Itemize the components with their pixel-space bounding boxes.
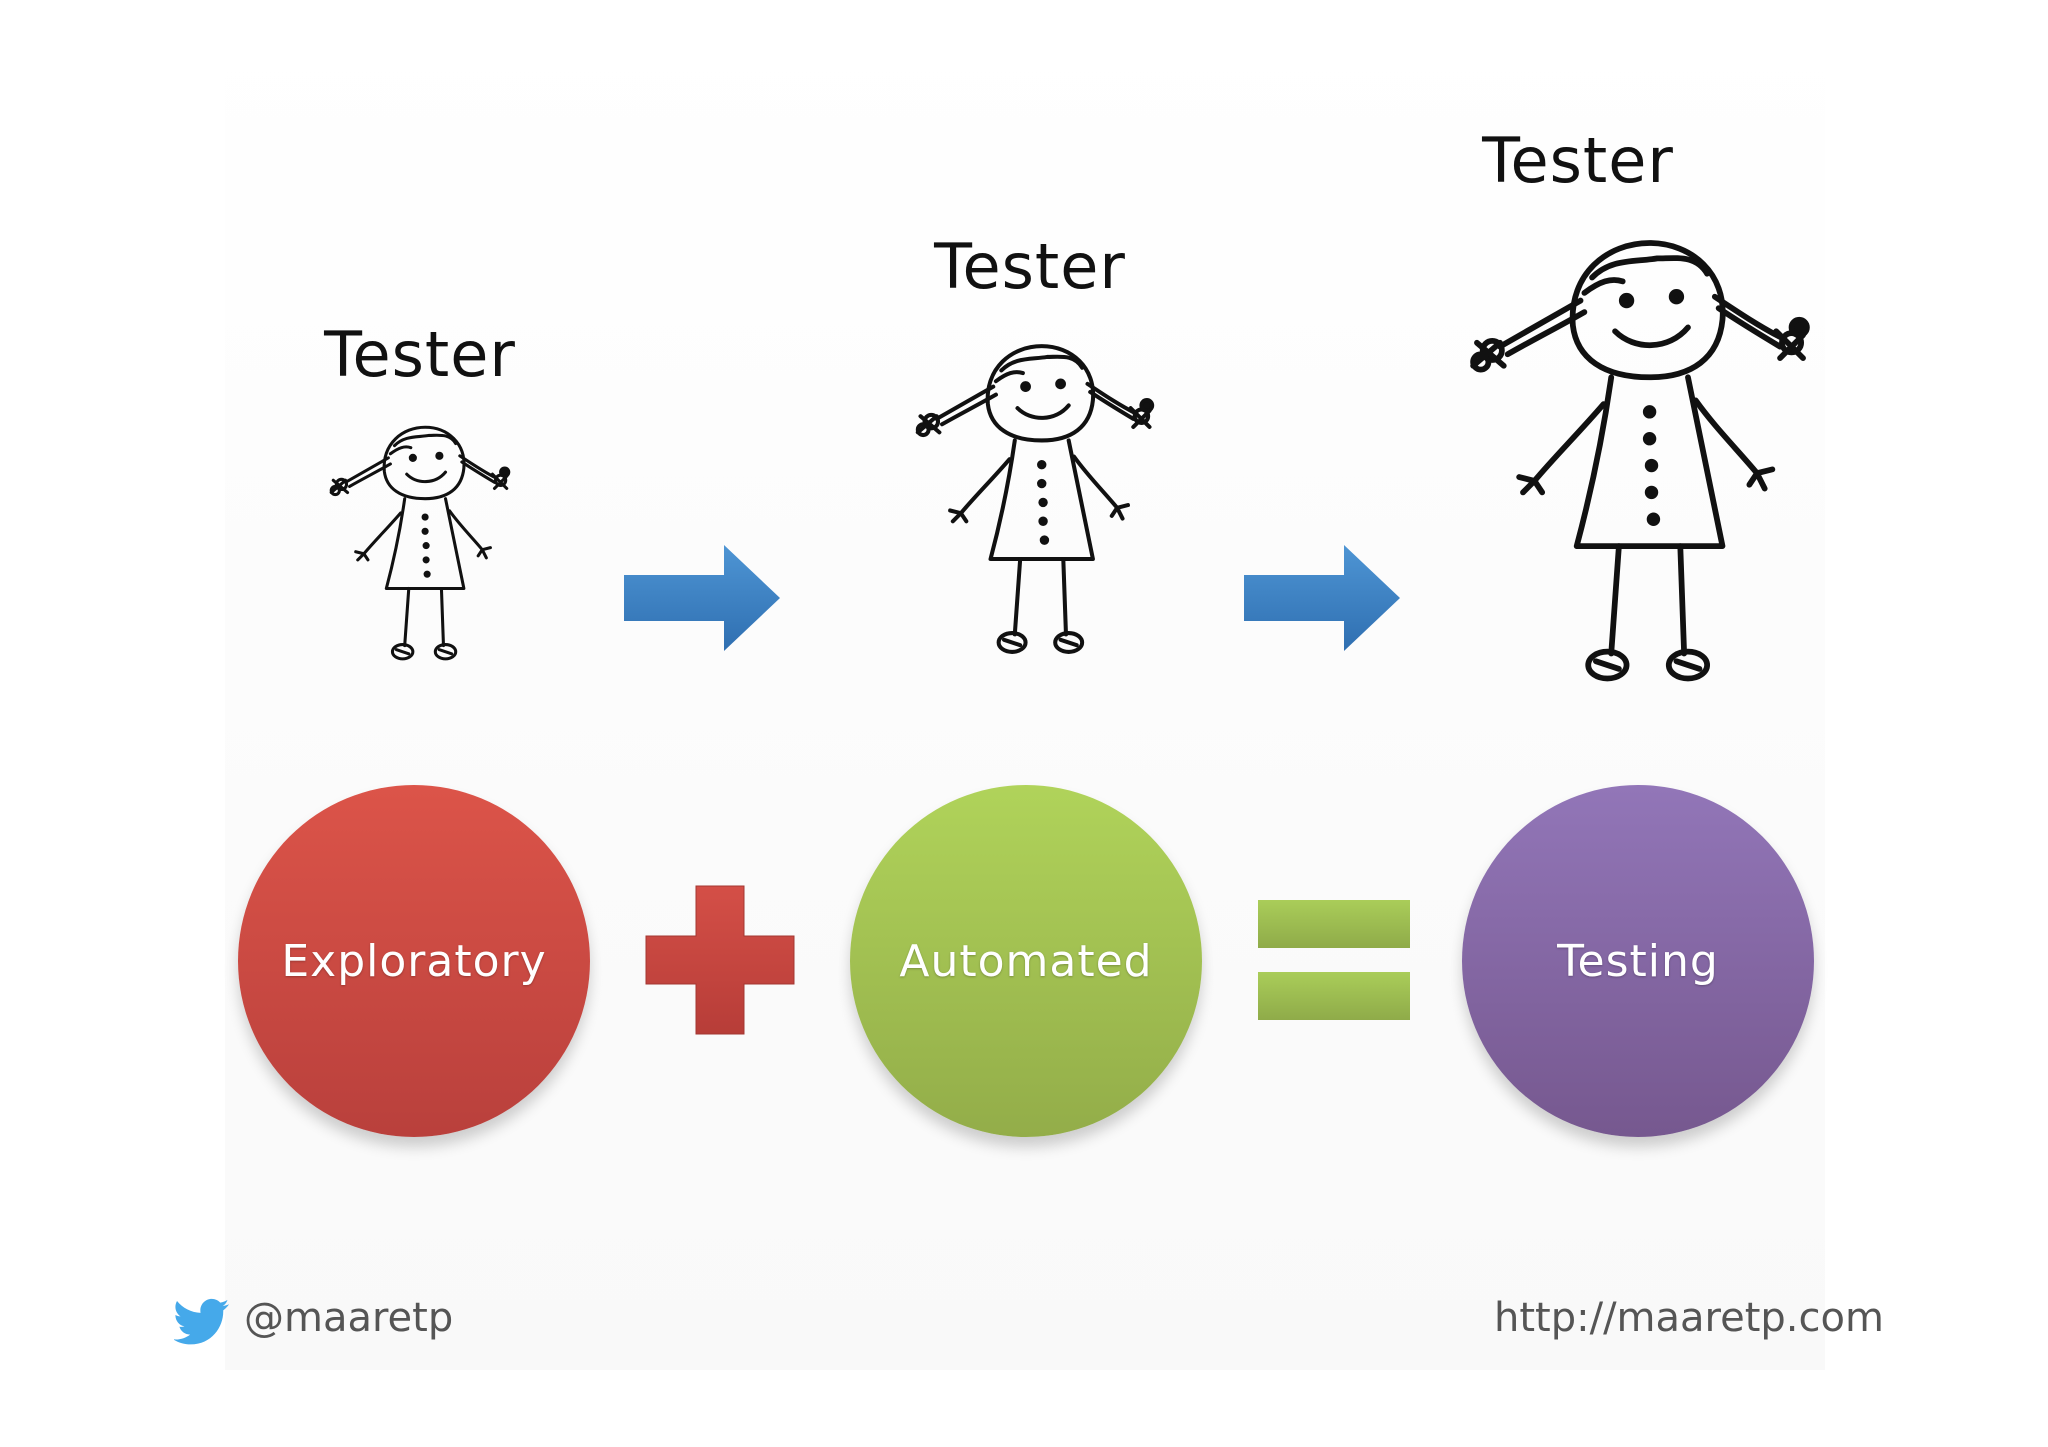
tester-figure-medium <box>870 330 1200 660</box>
testing-circle: Testing <box>1462 785 1814 1137</box>
exploratory-label: Exploratory <box>281 936 546 987</box>
tester-label-large: Tester <box>1448 124 1708 197</box>
testing-label: Testing <box>1557 936 1719 987</box>
twitter-handle[interactable]: @maaretp <box>244 1295 453 1341</box>
equals-icon <box>1256 898 1412 1024</box>
tester-label-medium: Tester <box>900 230 1160 303</box>
twitter-bird-icon <box>174 1298 230 1346</box>
footer-url-link[interactable]: http://maaretp.com <box>1494 1295 1884 1341</box>
automated-circle: Automated <box>850 785 1202 1137</box>
automated-label: Automated <box>899 936 1152 987</box>
plus-icon <box>644 884 796 1036</box>
tester-label-small: Tester <box>290 318 550 391</box>
tester-figure-large <box>1425 220 1855 690</box>
tester-figure-small <box>298 415 542 665</box>
growth-arrow-2 <box>1242 543 1402 653</box>
exploratory-circle: Exploratory <box>238 785 590 1137</box>
growth-arrow-1 <box>622 543 782 653</box>
